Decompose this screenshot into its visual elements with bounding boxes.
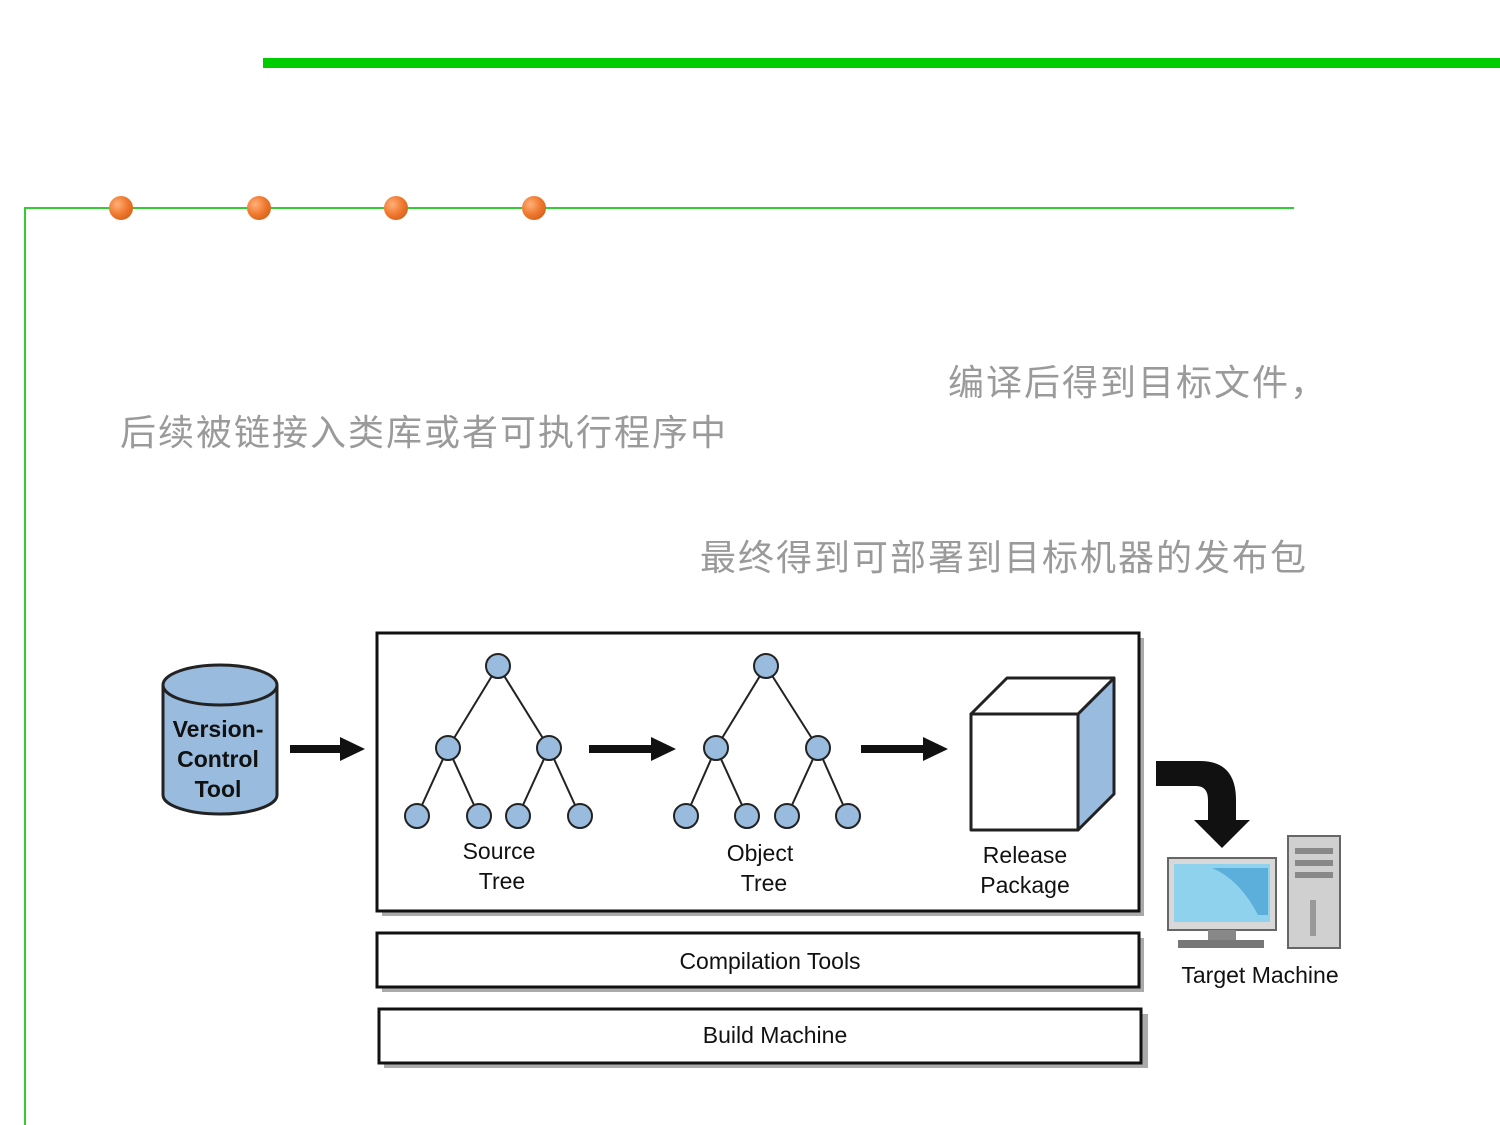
text-line-2: 后续被链接入类库或者可执行程序中 xyxy=(120,413,729,454)
bullet-dot-icon xyxy=(247,196,271,220)
vct-label-3: Tool xyxy=(195,776,242,802)
text-line-1: 编译后得到目标文件， xyxy=(948,363,1329,404)
monitor-icon xyxy=(1167,857,1277,948)
release-package-icon xyxy=(969,676,1116,832)
vct-label-2: Control xyxy=(177,746,259,772)
arrow-right-icon xyxy=(290,737,365,761)
bullet-dot-icon xyxy=(109,196,133,220)
vertical-rule xyxy=(24,207,26,1125)
source-tree-label-1: Source xyxy=(463,838,536,864)
vct-label-1: Version- xyxy=(173,716,264,742)
source-tree-icon xyxy=(404,653,593,829)
arrow-right-icon xyxy=(589,737,676,761)
horizontal-rule xyxy=(24,207,1294,209)
release-package-label-1: Release xyxy=(983,842,1067,868)
object-tree-icon xyxy=(673,653,861,829)
target-machine-label: Target Machine xyxy=(1181,962,1338,988)
build-machine-label: Build Machine xyxy=(703,1022,847,1048)
release-package-label-2: Package xyxy=(980,872,1070,898)
text-line-3: 最终得到可部署到目标机器的发布包 xyxy=(700,538,1309,579)
top-green-bar xyxy=(263,58,1500,68)
object-tree-label-1: Object xyxy=(727,840,794,866)
compilation-tools-bar xyxy=(375,931,1144,992)
bullet-dot-icon xyxy=(384,196,408,220)
source-tree-label-2: Tree xyxy=(479,868,525,894)
arrow-right-icon xyxy=(861,737,948,761)
object-tree-label-2: Tree xyxy=(741,870,787,896)
compilation-tools-label: Compilation Tools xyxy=(679,948,860,974)
version-control-tool-icon xyxy=(161,663,279,816)
computer-tower-icon xyxy=(1287,835,1341,949)
build-machine-bar xyxy=(377,1007,1148,1068)
bullet-dot-icon xyxy=(522,196,546,220)
curved-arrow-down-icon xyxy=(1156,761,1250,848)
